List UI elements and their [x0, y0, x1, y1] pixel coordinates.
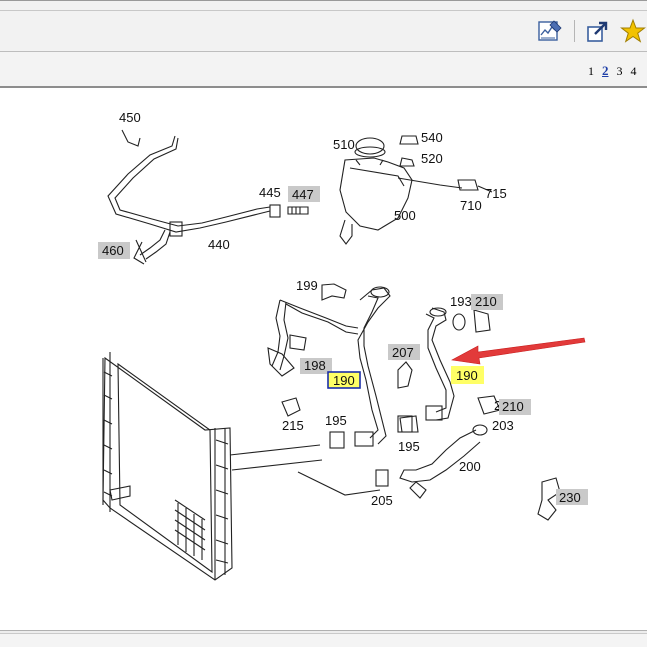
part-label-210b-bg	[499, 399, 531, 415]
part-label-207-bg	[388, 344, 420, 360]
part-label-205[interactable]: 205	[371, 493, 393, 508]
page-link-1[interactable]: 1	[588, 64, 594, 78]
part-label-500[interactable]: 500	[394, 208, 416, 223]
star-icon[interactable]	[620, 18, 646, 44]
part-label-198-bg	[300, 358, 332, 374]
part-label-460-bg	[98, 242, 130, 259]
toolbar-separator	[574, 20, 575, 42]
bottom-divider	[0, 630, 647, 634]
part-label-450[interactable]: 450	[119, 110, 141, 125]
part-label-230[interactable]: 230	[559, 490, 581, 505]
part-label-203[interactable]: 203	[492, 418, 514, 433]
part-label-190-left[interactable]: 190	[333, 373, 355, 388]
part-label-190-right-highlight	[451, 366, 484, 384]
page-link-3[interactable]: 3	[616, 64, 623, 78]
part-label-210b[interactable]: 210	[502, 399, 524, 414]
part-label-190-right[interactable]: 190	[456, 368, 478, 383]
part-label-520[interactable]: 520	[421, 151, 443, 166]
part-label-210a-bg	[471, 294, 503, 310]
callout-arrow	[451, 337, 586, 365]
part-label-207[interactable]: 207	[392, 345, 414, 360]
part-label-200[interactable]: 200	[459, 459, 481, 474]
part-label-710[interactable]: 710	[460, 198, 482, 213]
part-label-440[interactable]: 440	[208, 237, 230, 252]
part-label-193[interactable]: 193	[450, 294, 472, 309]
external-link-icon[interactable]	[585, 18, 611, 44]
parts-diagram-area: 450 510 540 520 445 447 715 710 500 460 …	[0, 88, 647, 630]
pager-bar: 1 2 3 4	[0, 52, 647, 88]
page-link-4[interactable]: 4	[630, 64, 637, 78]
part-label-230-bg	[556, 489, 588, 505]
toolbar-top-line	[0, 10, 647, 11]
part-label-210a[interactable]: 210	[475, 294, 497, 309]
part-label-715[interactable]: 715	[485, 186, 507, 201]
part-label-199[interactable]: 199	[296, 278, 318, 293]
bottom-bar	[0, 634, 647, 647]
page-link-2-current[interactable]: 2	[602, 63, 609, 78]
part-label-195-left[interactable]: 195	[325, 413, 347, 428]
pagination: 1 2 3 4	[588, 63, 642, 79]
part-label-215[interactable]: 215	[282, 418, 304, 433]
part-label-460[interactable]: 460	[102, 243, 124, 258]
part-label-198[interactable]: 198	[304, 358, 326, 373]
part-label-195-right[interactable]: 195	[398, 439, 420, 454]
part-label-540[interactable]: 540	[421, 130, 443, 145]
chart-edit-icon[interactable]	[537, 18, 563, 44]
parts-diagram: 450 510 540 520 445 447 715 710 500 460 …	[98, 110, 588, 581]
part-label-510[interactable]: 510	[333, 137, 355, 152]
part-label-447[interactable]: 447	[292, 187, 314, 202]
part-label-190-left-highlight	[327, 371, 361, 389]
part-label-447-bg	[288, 186, 320, 202]
diagram-drawing	[102, 129, 561, 581]
part-label-445[interactable]: 445	[259, 185, 281, 200]
toolbar	[0, 0, 647, 52]
part-labels: 450 510 540 520 445 447 715 710 500 460 …	[98, 110, 588, 508]
